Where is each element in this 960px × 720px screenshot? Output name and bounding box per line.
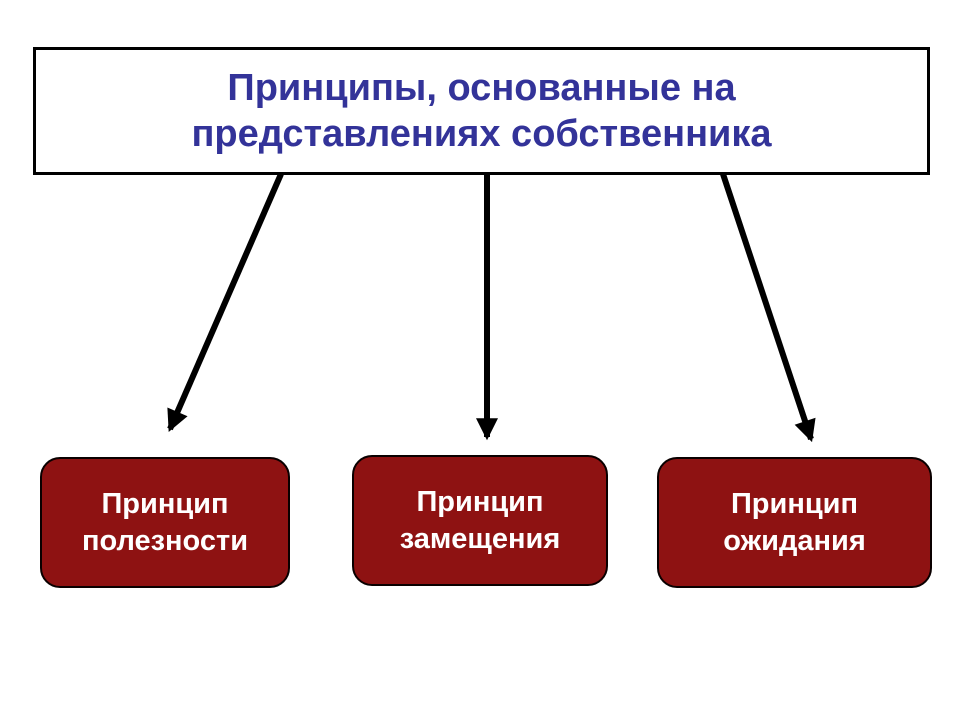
- node-label-utility: Принцип полезности: [81, 488, 249, 557]
- node-principle-substitution: Принцип замещения: [352, 455, 608, 586]
- slide-title: Принципы, основанные на представлениях с…: [191, 66, 772, 155]
- node-principle-expectation: Принцип ожидания: [657, 457, 932, 588]
- node-label-substitution: Принцип замещения: [399, 486, 561, 555]
- arrow-to-expectation: [720, 173, 816, 443]
- title-box: Принципы, основанные на представлениях с…: [33, 47, 930, 175]
- node-label-expectation: Принцип ожидания: [723, 488, 866, 557]
- arrow-to-utility: [167, 172, 284, 433]
- node-principle-utility: Принцип полезности: [40, 457, 290, 588]
